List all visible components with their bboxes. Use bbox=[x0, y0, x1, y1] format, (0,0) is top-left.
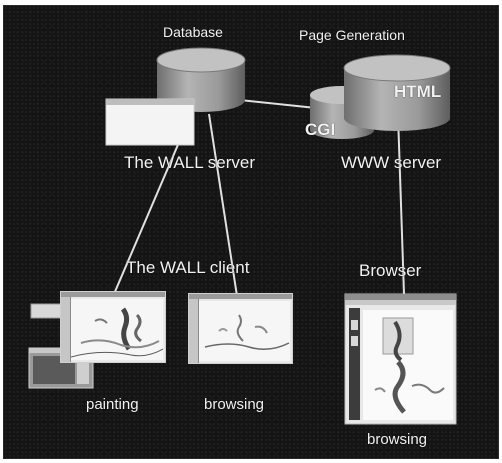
label-wall-server: The WALL server bbox=[124, 153, 256, 172]
painting-client-window bbox=[60, 291, 166, 363]
label-cgi: CGI bbox=[305, 120, 336, 139]
label-browsing-browser: browsing bbox=[367, 431, 428, 448]
browser-window bbox=[344, 293, 457, 425]
html-cylinder bbox=[343, 54, 451, 131]
server-window-icon bbox=[105, 98, 195, 146]
label-page-generation: Page Generation bbox=[299, 27, 405, 43]
label-browser: Browser bbox=[359, 261, 422, 280]
label-database: Database bbox=[163, 24, 223, 40]
connector-html-to-browser bbox=[397, 114, 405, 295]
browsing-client-window bbox=[188, 293, 293, 364]
label-browsing-client: browsing bbox=[204, 396, 265, 413]
connector-db-to-cgi bbox=[239, 99, 317, 109]
connector-db-to-browsing-client bbox=[208, 113, 238, 297]
label-www-server: WWW server bbox=[341, 153, 442, 172]
label-painting: painting bbox=[86, 396, 139, 413]
label-html: HTML bbox=[394, 82, 442, 101]
label-wall-client: The WALL client bbox=[126, 258, 250, 277]
